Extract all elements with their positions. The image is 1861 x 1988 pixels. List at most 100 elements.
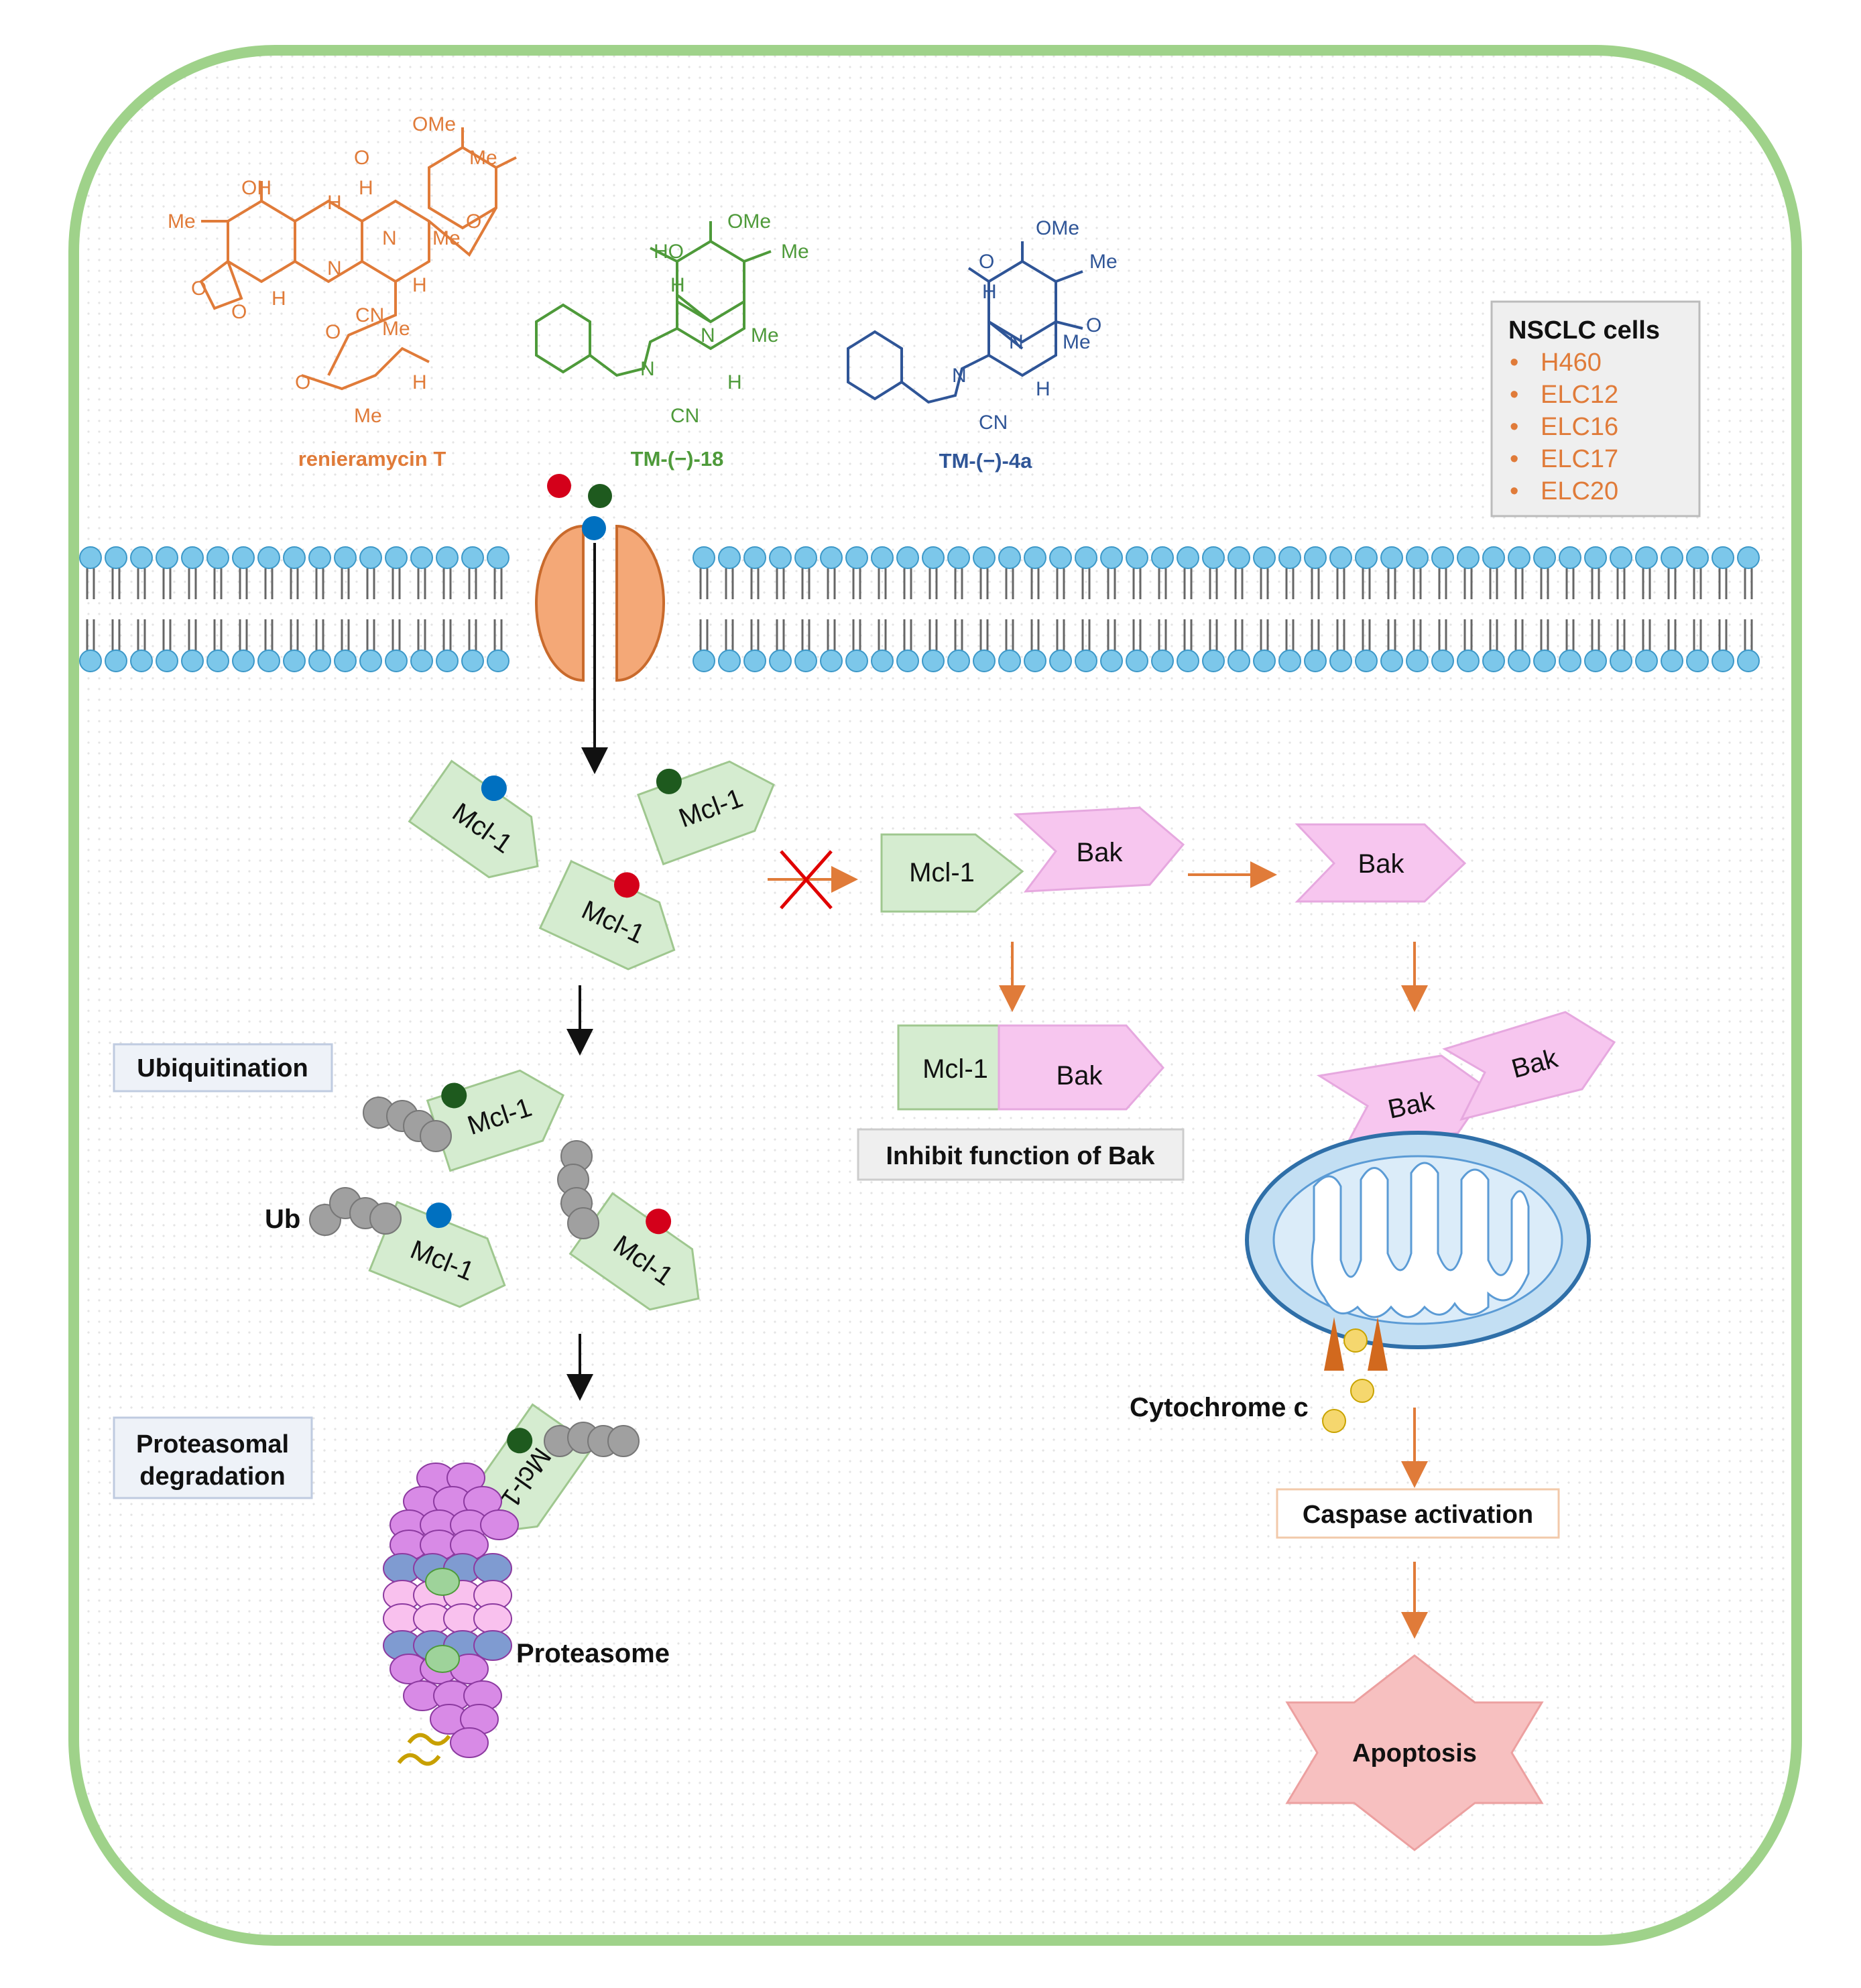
svg-text:HO: HO <box>654 241 684 263</box>
mcl1-bak-pair: Mcl-1 Bak <box>880 806 1185 913</box>
svg-text:N: N <box>701 324 715 347</box>
mcl1-bak-complex: Mcl-1 Bak <box>897 1024 1164 1111</box>
peptide-fragments <box>397 1733 451 1766</box>
svg-text:H: H <box>982 281 997 303</box>
mcl1-compound-complex: Mcl-1 <box>538 860 676 971</box>
svg-text:H: H <box>327 192 342 214</box>
svg-text:N: N <box>382 227 397 249</box>
svg-text:O: O <box>979 251 994 273</box>
compound-dot <box>481 775 507 802</box>
svg-text:Inhibit function of Bak: Inhibit function of Bak <box>886 1142 1155 1170</box>
proteasome-subunit <box>473 1603 512 1634</box>
svg-text:Me: Me <box>432 227 461 249</box>
svg-text:Mcl-1: Mcl-1 <box>922 1054 988 1084</box>
mcl1-compound-complex: Mcl-1 <box>368 1200 506 1308</box>
proteasome-subunit <box>480 1509 519 1540</box>
cell-line-item: H460 <box>1541 349 1602 377</box>
tm-18-atoms: OMe Me HO H N Me N H CN <box>640 210 809 427</box>
compound-label-tm-18: TM-(−)-18 <box>631 447 724 471</box>
svg-text:O: O <box>1086 314 1101 336</box>
svg-text:Me: Me <box>1089 251 1118 273</box>
mitochondrial-pore <box>1324 1317 1388 1371</box>
svg-text:Me: Me <box>168 210 196 233</box>
svg-text:N: N <box>640 358 655 380</box>
cell-line-item: ELC17 <box>1541 445 1618 473</box>
mcl1-compound-complex: Mcl-1 <box>426 1069 565 1172</box>
svg-text:•: • <box>1510 381 1518 409</box>
svg-text:O: O <box>354 147 369 169</box>
svg-text:Me: Me <box>382 318 410 340</box>
svg-text:OH: OH <box>241 177 272 199</box>
apoptosis-star: Apoptosis <box>1285 1654 1544 1851</box>
svg-text:Ubiquitination: Ubiquitination <box>137 1054 308 1082</box>
blue-compound-dot <box>582 516 606 540</box>
membrane-channel <box>535 524 665 682</box>
svg-text:OMe: OMe <box>412 113 456 135</box>
compound-label-tm-4a: TM-(−)-4a <box>939 449 1032 473</box>
bak-label: Bak <box>1077 838 1124 867</box>
caspase-box: Caspase activation <box>1276 1488 1560 1539</box>
blocked-arrow <box>768 850 858 910</box>
svg-text:Me: Me <box>781 241 809 263</box>
cytochrome-c-dot <box>1343 1328 1368 1353</box>
renieramycin-t-structure <box>199 127 517 391</box>
svg-text:N: N <box>327 257 342 279</box>
svg-text:H: H <box>1036 378 1050 400</box>
cytochrome-c-dot <box>1350 1379 1374 1403</box>
svg-text:O: O <box>231 301 247 323</box>
compound-dot <box>426 1202 452 1229</box>
svg-text:CN: CN <box>670 405 699 427</box>
svg-text:•: • <box>1510 349 1518 377</box>
proteasome-label: Proteasome <box>516 1639 670 1668</box>
svg-text:Bak: Bak <box>1057 1061 1103 1091</box>
svg-text:N: N <box>1009 331 1024 353</box>
svg-text:H: H <box>359 177 373 199</box>
proteasome-subunit <box>473 1553 512 1584</box>
cell-line-item: ELC12 <box>1541 381 1618 409</box>
svg-text:H: H <box>727 371 742 393</box>
svg-text:•: • <box>1510 413 1518 441</box>
cytochrome-c-dot <box>1322 1409 1346 1433</box>
svg-text:degradation: degradation <box>139 1463 285 1491</box>
svg-text:•: • <box>1510 445 1518 473</box>
svg-text:Me: Me <box>751 324 779 347</box>
svg-text:Me: Me <box>469 147 497 169</box>
tm-4a-atoms: OMe Me O O H N Me N H CN <box>952 217 1118 434</box>
proteasome-subunit <box>450 1727 489 1758</box>
cell-line-item: ELC16 <box>1541 413 1618 441</box>
ubiquitination-box: Ubiquitination <box>113 1043 333 1093</box>
svg-text:Me: Me <box>1063 331 1091 353</box>
mcl1-compound-complex: Mcl-1 <box>568 1192 700 1311</box>
nsclc-title: NSCLC cells <box>1508 316 1660 345</box>
svg-text:Caspase activation: Caspase activation <box>1303 1501 1533 1529</box>
svg-text:O: O <box>295 371 310 393</box>
svg-text:O: O <box>191 277 206 300</box>
cell-line-item: ELC20 <box>1541 477 1618 505</box>
svg-text:Proteasomal: Proteasomal <box>136 1430 289 1458</box>
svg-text:OMe: OMe <box>727 210 771 233</box>
mcl1-label: Mcl-1 <box>909 858 975 887</box>
proteasome-core <box>425 1568 460 1596</box>
compound-dot <box>646 1208 672 1235</box>
ub-label: Ub <box>265 1204 300 1234</box>
svg-text:N: N <box>952 365 967 387</box>
cytochrome-c-label: Cytochrome c <box>1130 1393 1309 1422</box>
red-compound-dot <box>547 474 571 498</box>
mcl1-compound-complex: Mcl-1 <box>408 759 539 879</box>
svg-text:Me: Me <box>354 405 382 427</box>
renieramycin-t-atoms: OMe Me O O OH Me H H N Me N H O O H CN M… <box>168 113 497 427</box>
compound-label-renieramycin-t: renieramycin T <box>298 447 446 471</box>
compound-dot <box>441 1082 467 1109</box>
compound-dot <box>613 872 640 898</box>
tm-18-structure <box>535 221 772 377</box>
svg-text:•: • <box>1510 477 1518 505</box>
svg-text:O: O <box>325 321 341 343</box>
nsclc-cells-box: NSCLC cells • H460 • ELC12 • ELC16 • ELC17 •… <box>1490 300 1701 517</box>
svg-text:H: H <box>670 274 685 296</box>
tm-4a-structure <box>847 241 1083 404</box>
svg-text:OMe: OMe <box>1036 217 1079 239</box>
svg-text:Apoptosis: Apoptosis <box>1352 1739 1477 1767</box>
proteasomal-degradation-box: Proteasomal degradation <box>113 1416 313 1499</box>
svg-text:O: O <box>466 210 481 233</box>
